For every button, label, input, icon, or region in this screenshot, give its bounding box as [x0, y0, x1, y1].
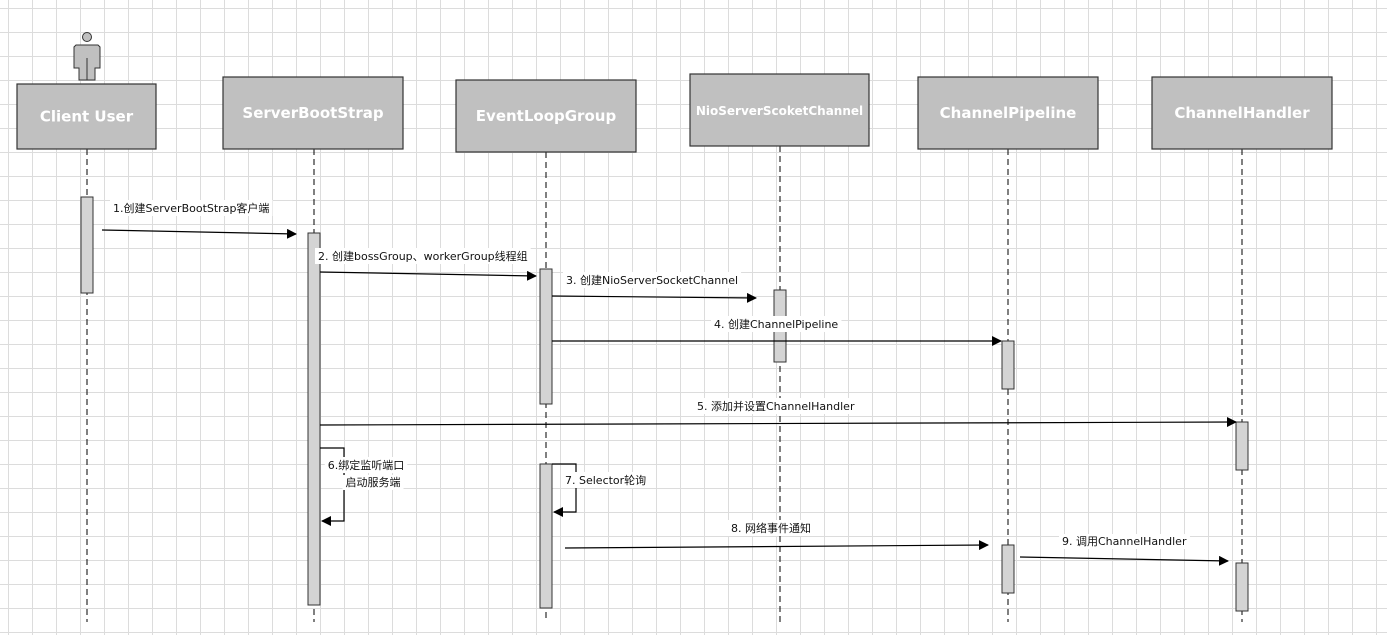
- label-background: [728, 520, 814, 536]
- message-arrow: [564, 540, 989, 551]
- participant-box: [16, 83, 157, 150]
- message-arrow: [101, 228, 297, 239]
- message-label: 2. 创建bossGroup、workerGroup线程组: [318, 249, 528, 263]
- message-arrow: [319, 417, 1237, 428]
- participant-box: [1151, 76, 1333, 150]
- activation-bar: [1001, 544, 1015, 594]
- label-background: [110, 200, 273, 216]
- label-background: [1059, 534, 1190, 549]
- activation-bar: [80, 196, 94, 294]
- message-arrow: [319, 270, 537, 281]
- participant-title: ChannelPipeline: [940, 104, 1077, 122]
- message-label: 1.创建ServerBootStrap客户端: [113, 201, 269, 215]
- label-background: [342, 475, 404, 490]
- message-label: 4. 创建ChannelPipeline: [714, 317, 838, 331]
- label-background: [694, 398, 858, 414]
- label-background: [711, 316, 842, 332]
- actor-icon: [73, 32, 101, 81]
- message-arrow: [1019, 555, 1229, 566]
- participant-title: ServerBootStrap: [242, 104, 383, 122]
- activation-bar: [539, 268, 553, 405]
- message-label: 7. Selector轮询: [565, 473, 646, 487]
- activation-bar: [307, 232, 321, 606]
- participant-box: [222, 76, 404, 150]
- activation-bar: [1001, 340, 1015, 390]
- label-background: [562, 472, 650, 488]
- participant-title: EventLoopGroup: [476, 107, 617, 125]
- activation-bar: [1235, 421, 1249, 471]
- message-label: 9. 调用ChannelHandler: [1062, 535, 1187, 548]
- participant-title: NioServerScoketChannel: [696, 104, 863, 118]
- message-label: 启动服务端: [346, 476, 401, 489]
- activation-bar: [1235, 562, 1249, 612]
- participant-title: ChannelHandler: [1174, 104, 1310, 122]
- participant-box: [455, 79, 637, 153]
- actor-head: [82, 32, 92, 42]
- label-background: [315, 248, 531, 264]
- label-background: [563, 272, 742, 288]
- participant-box: [917, 76, 1099, 150]
- message-label: 8. 网络事件通知: [731, 521, 811, 535]
- label-background: [324, 457, 408, 473]
- message-label: 6.绑定监听端口: [328, 458, 405, 472]
- participant-box: [689, 73, 870, 147]
- message-label: 3. 创建NioServerSocketChannel: [566, 273, 738, 287]
- message-arrow: [551, 292, 757, 303]
- participant-title: Client User: [40, 108, 134, 126]
- message-label: 5. 添加并设置ChannelHandler: [697, 399, 855, 413]
- activation-bar: [539, 463, 553, 609]
